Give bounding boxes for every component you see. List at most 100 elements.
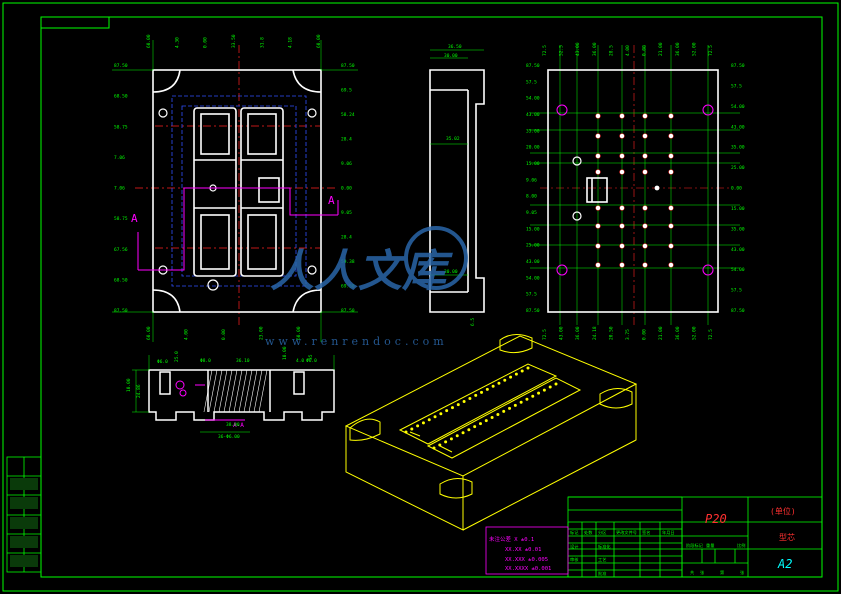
iso-dot — [548, 385, 552, 389]
title-cell-text: 设计 — [570, 543, 578, 550]
dimension-text: 6.5 — [470, 318, 476, 326]
dimension-text: 30.00 — [444, 269, 458, 275]
iso-dot — [456, 403, 460, 407]
dimension-text: 87.50 — [114, 308, 128, 314]
front-view-outline — [152, 69, 322, 313]
title-cell-text: 处数 — [584, 529, 593, 536]
dimension-text: 4.00 — [184, 329, 190, 340]
iso-dot — [490, 416, 494, 420]
dimension-text: 60.00 — [316, 34, 322, 48]
dimension-text: 36.10 — [236, 358, 250, 364]
title-cell-text: 比例 — [737, 542, 745, 549]
title-cell-text: 分区 — [598, 529, 606, 536]
dimension-text: 58.24 — [341, 112, 355, 118]
iso-top-face — [344, 335, 638, 477]
hole-view-left-dimensions: 87.5057.554.0043.0035.0020.0015.009.068.… — [526, 63, 540, 314]
ejector-hole — [595, 153, 601, 159]
section-cut-line — [137, 187, 339, 271]
dimension-text: 72.5 — [542, 45, 548, 56]
dimension-text: 35 — [308, 354, 314, 360]
dimension-text: 0.00 — [731, 186, 742, 192]
front-view-hidden-lines — [171, 95, 307, 287]
title-block-texts: P20 (单位) 型芯 A2 标记处数分区更改文件号签名年月日设计标准化阶段标记… — [570, 506, 796, 577]
dimension-text: 7.06 — [114, 186, 125, 192]
ejector-hole — [642, 223, 648, 229]
iso-dot — [502, 409, 506, 413]
hatch-line — [238, 369, 248, 413]
dimension-text: 60.00 — [146, 34, 152, 48]
front-view-dim-lines — [112, 40, 358, 342]
dimension-text: 72.5 — [542, 329, 548, 340]
iso-dot — [531, 394, 535, 398]
section-view-magenta-details — [175, 380, 245, 421]
dimension-text: 7.06 — [114, 155, 125, 161]
title-cell-text: 审核 — [570, 556, 579, 563]
dimension-text: 60.00 — [296, 326, 302, 340]
title-block — [567, 496, 823, 578]
dimension-text: Φ6.0 — [157, 359, 168, 365]
hole-view-corner-holes — [556, 104, 714, 276]
dimension-text: 36-Φ6.00 — [218, 434, 240, 440]
dimension-text: 43.00 — [575, 42, 581, 56]
dimension-text: 43.00 — [731, 124, 745, 130]
iso-dot — [503, 378, 507, 382]
title-cell-text: 共 — [690, 569, 694, 576]
dimension-text: 54.00 — [731, 267, 745, 273]
hole-view-leader-grid — [530, 45, 740, 325]
iso-dot — [491, 384, 495, 388]
side-view: 36.50 30.00 35.02 30.00 6.5 — [429, 44, 485, 326]
dimension-text: 87.50 — [731, 63, 745, 69]
dimension-text: 0.00 — [221, 329, 227, 340]
hole-grid — [595, 113, 674, 268]
dimension-text: Φ6.0 — [306, 358, 317, 364]
iso-dot — [525, 397, 529, 401]
dimension-text: 69.50 — [341, 284, 355, 290]
center-hole — [654, 185, 660, 191]
side-view-outline — [429, 69, 485, 313]
hatch-line — [248, 369, 258, 413]
dimension-text: 87.50 — [341, 308, 355, 314]
iso-dot — [404, 430, 408, 434]
section-hatching — [203, 369, 268, 413]
iso-dot — [520, 369, 524, 373]
dimension-text: 21.00 — [658, 42, 664, 56]
hole-view-outline — [547, 69, 719, 313]
dimension-text: 36.50 — [448, 44, 462, 50]
iso-dot — [416, 424, 420, 428]
hole-layout-view: 87.5057.554.0043.0035.0020.0015.009.068.… — [526, 42, 745, 340]
dimension-text: 9.05 — [526, 210, 537, 216]
dimension-text: 30.00 — [444, 53, 458, 59]
iso-dot — [461, 431, 465, 435]
iso-dot — [480, 390, 484, 394]
dimension-text: 4.30 — [174, 37, 180, 48]
dimension-text: 25.00 — [526, 243, 540, 249]
dimension-text: 9.06 — [341, 161, 352, 167]
ejector-hole — [595, 113, 601, 119]
section-view-outline — [148, 369, 335, 421]
dimension-text: 35.00 — [526, 128, 540, 134]
dimension-text: 3.75 — [625, 329, 631, 340]
ejector-hole — [642, 153, 648, 159]
ejector-hole — [619, 262, 625, 268]
iso-dot — [432, 446, 436, 450]
iso-hole-dots — [404, 366, 558, 450]
dimension-text: 0.00 — [203, 37, 209, 48]
dimension-text: 35.02 — [446, 136, 460, 142]
iso-dot — [514, 372, 518, 376]
dimension-text: 4.00 — [625, 45, 631, 56]
dimension-text: 15.00 — [526, 161, 540, 167]
dimension-text: 8.00 — [526, 194, 537, 200]
tolerance-line-2: XX.XX ±0.01 — [505, 547, 541, 553]
ejector-hole — [619, 205, 625, 211]
dimension-text: 52.5 — [559, 45, 565, 56]
binding-strip-table — [6, 456, 42, 573]
dimension-text: 25.0 — [174, 351, 180, 362]
dimension-text: 24.86 — [136, 384, 142, 398]
hatch-line — [228, 369, 238, 413]
ejector-hole — [668, 205, 674, 211]
dimension-text: 24.18 — [592, 326, 598, 340]
iso-dot — [496, 412, 500, 416]
